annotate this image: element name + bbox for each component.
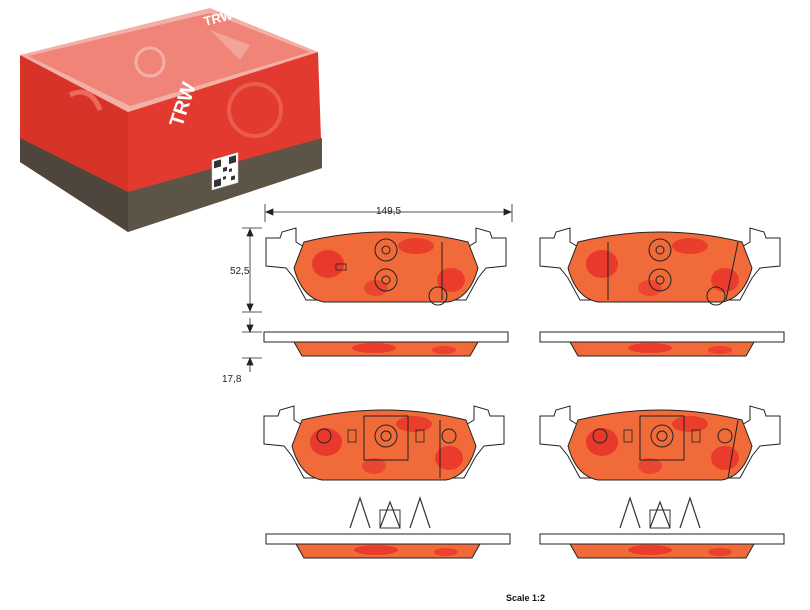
box-top-logo: TRW — [202, 7, 235, 29]
brake-pad-bottom-left — [263, 405, 505, 481]
spring-clip-right — [619, 497, 701, 529]
brake-pad-top-right-edge — [539, 331, 785, 357]
scale-label: Scale 1:2 — [506, 593, 545, 603]
height-dimension-label: 52,5 — [230, 266, 250, 277]
brake-pad-top-left — [265, 227, 507, 306]
brake-pad-bottom-right — [539, 405, 781, 481]
dimension-annotations — [242, 204, 513, 372]
product-box: TRW TRW — [20, 7, 322, 232]
brake-pad-top-left-edge — [263, 331, 509, 357]
brake-pad-bottom-right-edge — [539, 533, 785, 559]
spring-clip-left — [349, 497, 431, 529]
thickness-dimension-label: 17,8 — [222, 374, 242, 385]
qr-code-icon — [211, 152, 239, 191]
width-dimension-label: 149,5 — [376, 206, 401, 217]
brake-pad-bottom-left-edge — [265, 533, 511, 559]
brake-pad-top-right — [539, 227, 781, 306]
